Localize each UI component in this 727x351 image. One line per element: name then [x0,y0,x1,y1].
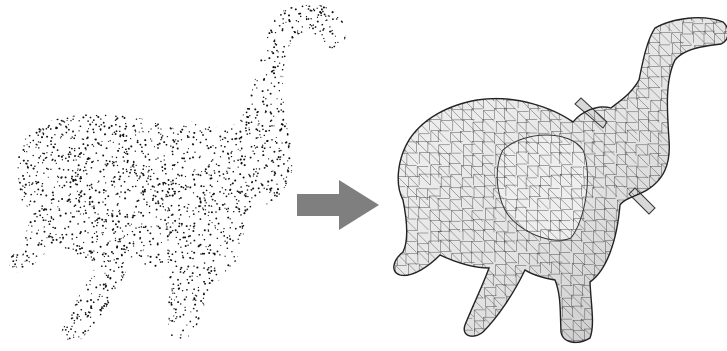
point-cloud-panel [0,0,360,351]
mesh-panel [385,0,727,351]
right-arrow-icon [297,180,379,230]
point-cloud-elephant-icon [0,0,360,351]
triangle-mesh-elephant-icon [385,0,727,351]
